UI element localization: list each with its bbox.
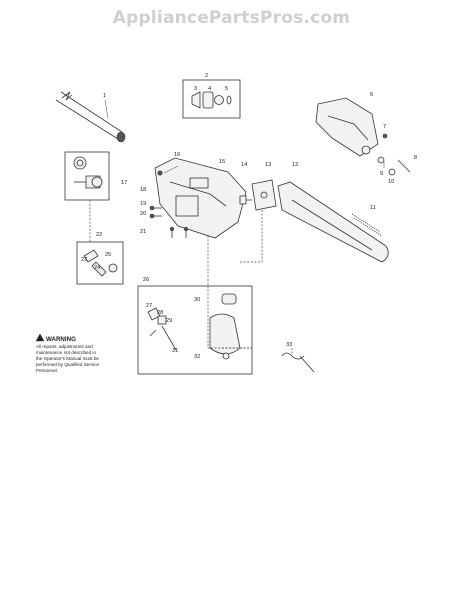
callout-5: 5 (225, 86, 228, 92)
warning-line-4: performed by Qualified Service (36, 362, 100, 367)
pole-tube-part (55, 91, 126, 143)
callout-18: 18 (140, 187, 146, 193)
power-cord-part (281, 348, 315, 373)
callout-10: 10 (388, 179, 394, 185)
collar-assembly-box (64, 151, 110, 201)
callout-14: 14 (241, 162, 247, 168)
warning-line-3: the Operator's Manual must be (36, 356, 99, 361)
callout-21: 21 (140, 229, 146, 235)
warning-line-5: Personnel. (36, 368, 58, 373)
saw-chain-part (351, 213, 383, 237)
callout-16: 16 (174, 152, 180, 158)
callout-33: 33 (286, 342, 292, 348)
callout-22: 22 (96, 232, 102, 238)
callout-13: 13 (265, 162, 271, 168)
cover-fasteners-part (377, 133, 411, 176)
site-watermark-title: AppliancePartsPros.com (112, 8, 351, 28)
callout-27: 27 (146, 303, 152, 309)
callout-20: 20 (140, 211, 146, 217)
warning-line-1: All repairs, adjustments and (36, 344, 93, 349)
callout-6: 6 (370, 92, 373, 98)
callout-9: 9 (380, 171, 383, 177)
callout-31: 31 (172, 348, 178, 354)
callout-3: 3 (194, 86, 197, 92)
part-callout-numbers: 1 2 3 4 5 6 7 8 9 10 11 12 13 14 15 16 1… (81, 73, 417, 360)
callout-28: 28 (157, 310, 163, 316)
callout-25: 25 (105, 252, 111, 258)
warning-line-2: maintenance not described in (36, 350, 96, 355)
callout-19: 19 (140, 201, 146, 207)
trigger-assembly-box (76, 241, 124, 285)
callout-26: 26 (143, 277, 149, 283)
callout-4: 4 (208, 86, 211, 92)
guide-bar-part (277, 181, 389, 263)
callout-11: 11 (370, 205, 376, 211)
callout-8: 8 (414, 155, 417, 161)
callout-29: 29 (166, 318, 172, 324)
callout-7: 7 (383, 124, 386, 130)
callout-32: 32 (194, 354, 200, 360)
warning-triangle-icon (35, 333, 45, 342)
sprocket-cover-part (315, 97, 379, 157)
callout-24: 24 (94, 265, 100, 271)
callout-30: 30 (194, 297, 200, 303)
callout-2: 2 (205, 73, 208, 79)
warning-title: WARNING (46, 336, 76, 343)
screws-part (149, 205, 189, 238)
callout-23: 23 (81, 257, 87, 263)
callout-1: 1 (103, 93, 106, 99)
warning-notice: WARNING All repairs, adjustments and mai… (35, 333, 100, 373)
callout-17: 17 (121, 180, 127, 186)
sprocket-part (239, 195, 252, 205)
main-housing-part (154, 157, 247, 239)
callout-12: 12 (292, 162, 298, 168)
guide-plate-part (251, 179, 277, 211)
coupler-assembly-box (182, 79, 241, 119)
callout-15: 15 (219, 159, 225, 165)
